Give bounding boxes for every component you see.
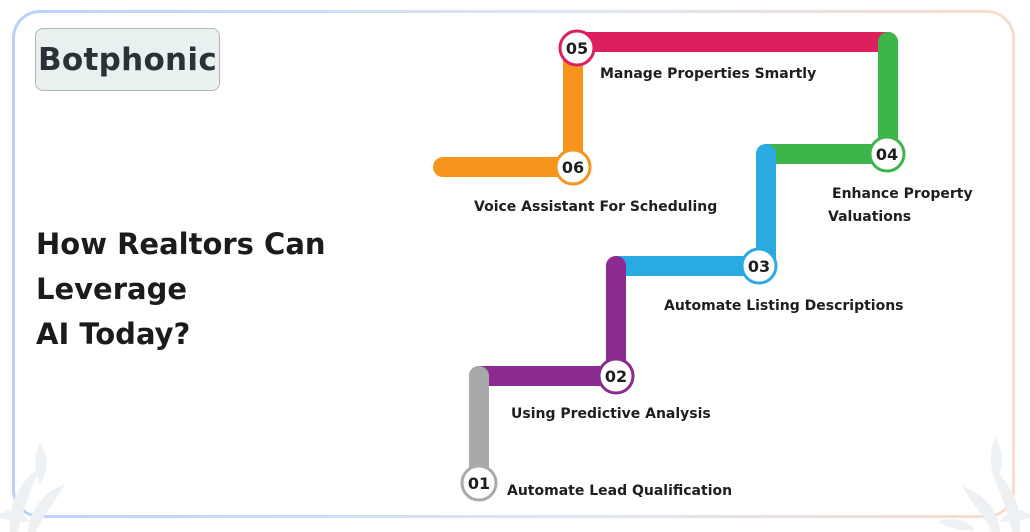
segment-06 bbox=[433, 38, 583, 177]
step-label-04-line-1: Enhance Property bbox=[832, 186, 973, 202]
step-marker-06: 06 bbox=[554, 148, 592, 186]
brand-name: Botphonic bbox=[37, 41, 218, 78]
segment-02 bbox=[469, 256, 626, 386]
step-number-04: 04 bbox=[876, 145, 898, 164]
step-number-02: 02 bbox=[605, 367, 627, 386]
step-marker-03: 03 bbox=[740, 247, 778, 285]
leaf-decoration-left-icon bbox=[0, 442, 65, 532]
headline-line-1: How Realtors Can Leverage bbox=[36, 227, 326, 306]
step-marker-05: 05 bbox=[558, 29, 596, 67]
segment-04 bbox=[756, 32, 898, 164]
step-label-01: Automate Lead Qualification bbox=[507, 483, 732, 499]
step-number-03: 03 bbox=[748, 257, 770, 276]
step-number-06: 06 bbox=[562, 158, 584, 177]
step-marker-04: 04 bbox=[868, 135, 906, 173]
step-label-02: Using Predictive Analysis bbox=[511, 406, 711, 422]
page-title: How Realtors Can Leverage AI Today? bbox=[36, 222, 456, 357]
step-marker-01: 01 bbox=[460, 464, 498, 502]
card-frame bbox=[12, 10, 1015, 518]
leaf-decoration-right-icon bbox=[938, 437, 1030, 532]
step-number-05: 05 bbox=[566, 39, 588, 58]
step-number-01: 01 bbox=[468, 474, 490, 493]
headline-line-2: AI Today? bbox=[36, 317, 191, 351]
step-label-03: Automate Listing Descriptions bbox=[664, 298, 904, 314]
brand-logo: Botphonic bbox=[35, 28, 220, 91]
step-label-06: Voice Assistant For Scheduling bbox=[474, 199, 717, 215]
step-label-05: Manage Properties Smartly bbox=[600, 66, 816, 82]
step-marker-02: 02 bbox=[597, 357, 635, 395]
step-label-04-line-2: Valuations bbox=[828, 209, 911, 225]
